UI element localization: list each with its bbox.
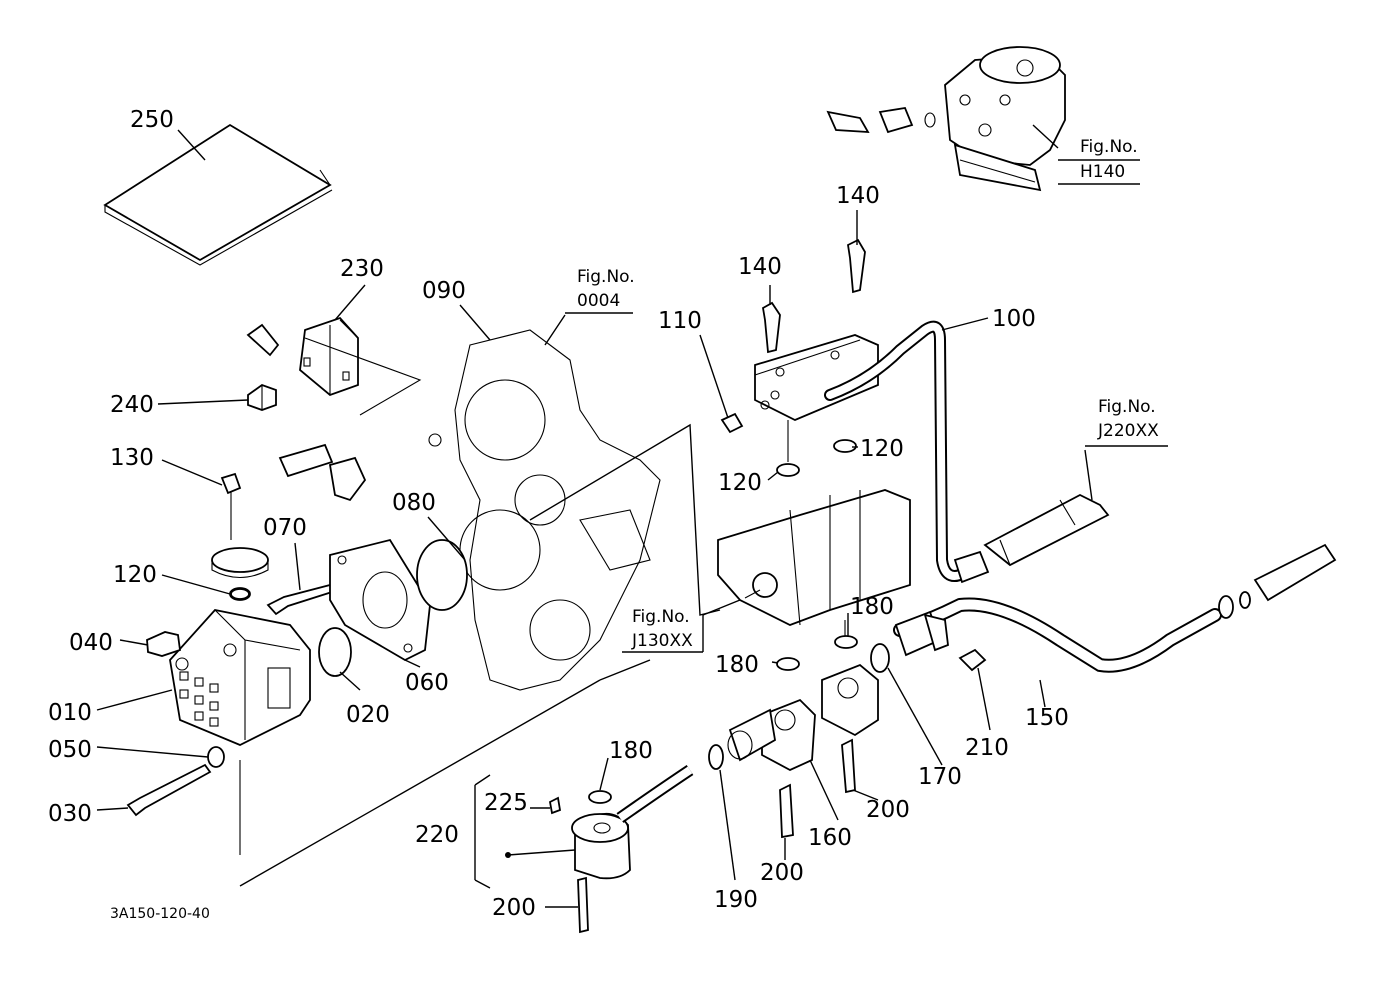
callout-210: 210 bbox=[965, 735, 1009, 761]
fig-ref-j220xx-label: Fig.No. bbox=[1098, 397, 1156, 417]
part-j220xx-hose bbox=[983, 493, 1110, 567]
fig-ref-0004: Fig.No. 0004 bbox=[565, 267, 635, 314]
callout-180-mid: 180 bbox=[715, 652, 759, 678]
part-220-housing bbox=[548, 765, 694, 934]
fig-ref-h140-number: H140 bbox=[1080, 162, 1125, 182]
callout-200-mid: 200 bbox=[760, 860, 804, 886]
callout-120-mid: 120 bbox=[718, 470, 762, 496]
leader-lines bbox=[96, 124, 1093, 908]
part-100-pipe bbox=[824, 320, 990, 584]
callout-120-right: 120 bbox=[860, 436, 904, 462]
part-190-o-ring bbox=[708, 744, 724, 770]
part-j130xx-pump bbox=[717, 489, 911, 640]
callout-100: 100 bbox=[992, 306, 1036, 332]
drawing-code: 3A150-120-40 bbox=[110, 906, 210, 922]
callout-120: 120 bbox=[113, 562, 157, 588]
callout-110: 110 bbox=[658, 308, 702, 334]
callout-060: 060 bbox=[405, 670, 449, 696]
part-110-plug bbox=[720, 412, 744, 434]
callout-160: 160 bbox=[808, 825, 852, 851]
part-140-block bbox=[754, 238, 879, 462]
callout-050: 050 bbox=[48, 737, 92, 763]
callout-190: 190 bbox=[714, 887, 758, 913]
part-180-o-ring-a bbox=[834, 635, 858, 649]
callout-250: 250 bbox=[130, 107, 174, 133]
fig-ref-0004-label: Fig.No. bbox=[577, 267, 635, 287]
part-020-o-ring bbox=[318, 627, 352, 677]
callout-070: 070 bbox=[263, 515, 307, 541]
callout-140-top: 140 bbox=[836, 183, 880, 209]
fig-ref-j220xx: Fig.No. J220XX bbox=[1085, 397, 1168, 447]
callout-130: 130 bbox=[110, 445, 154, 471]
fig-ref-h140: Fig.No. H140 bbox=[1058, 137, 1140, 185]
part-060-flange bbox=[329, 538, 431, 662]
part-160-block bbox=[727, 663, 879, 839]
part-180-o-ring-b bbox=[776, 657, 800, 671]
part-120-o-ring-a bbox=[776, 463, 800, 477]
part-clamp bbox=[278, 443, 367, 502]
callout-230: 230 bbox=[340, 256, 384, 282]
part-180-o-ring-c bbox=[588, 790, 612, 804]
part-0004-housing bbox=[428, 329, 661, 691]
part-040-fitting bbox=[146, 631, 181, 657]
part-240-bolt bbox=[246, 323, 280, 411]
callout-010: 010 bbox=[48, 700, 92, 726]
fig-ref-j220xx-number: J220XX bbox=[1097, 421, 1159, 441]
callout-150: 150 bbox=[1025, 705, 1069, 731]
part-120-o-ring-b bbox=[833, 439, 857, 453]
fig-ref-j130xx: Fig.No. J130XX bbox=[622, 607, 704, 653]
callout-240: 240 bbox=[110, 392, 154, 418]
callout-020: 020 bbox=[346, 702, 390, 728]
callout-040: 040 bbox=[69, 630, 113, 656]
part-030-050-bolt bbox=[126, 746, 241, 855]
fig-ref-j130xx-number: J130XX bbox=[631, 631, 693, 651]
callout-225: 225 bbox=[484, 790, 528, 816]
part-080-o-ring bbox=[416, 539, 468, 611]
callout-200-left: 200 bbox=[492, 895, 536, 921]
part-210-bolt bbox=[958, 648, 987, 672]
callout-080: 080 bbox=[392, 490, 436, 516]
part-250-manual bbox=[103, 123, 333, 266]
callout-180-right: 180 bbox=[850, 594, 894, 620]
part-090-pipe bbox=[225, 58, 936, 548]
part-010-pump bbox=[169, 609, 311, 746]
fig-ref-0004-number: 0004 bbox=[577, 291, 620, 311]
fig-ref-h140-label: Fig.No. bbox=[1080, 137, 1138, 157]
callout-180-bottom: 180 bbox=[609, 738, 653, 764]
part-230-bracket bbox=[299, 316, 422, 416]
callout-200-right: 200 bbox=[866, 797, 910, 823]
callout-140: 140 bbox=[738, 254, 782, 280]
part-h140-steering-unit bbox=[944, 46, 1066, 192]
part-120-o-ring-c bbox=[230, 588, 250, 600]
part-150-pipe bbox=[893, 543, 1337, 673]
callout-030: 030 bbox=[48, 801, 92, 827]
callout-numbers: 250 230 090 240 130 070 080 120 040 010 … bbox=[48, 107, 1069, 921]
fig-ref-j130xx-label: Fig.No. bbox=[632, 607, 690, 627]
part-170-o-ring bbox=[870, 643, 890, 673]
callout-170: 170 bbox=[918, 764, 962, 790]
callout-220: 220 bbox=[415, 822, 459, 848]
bullet-dot bbox=[505, 852, 511, 858]
callout-090: 090 bbox=[422, 278, 466, 304]
